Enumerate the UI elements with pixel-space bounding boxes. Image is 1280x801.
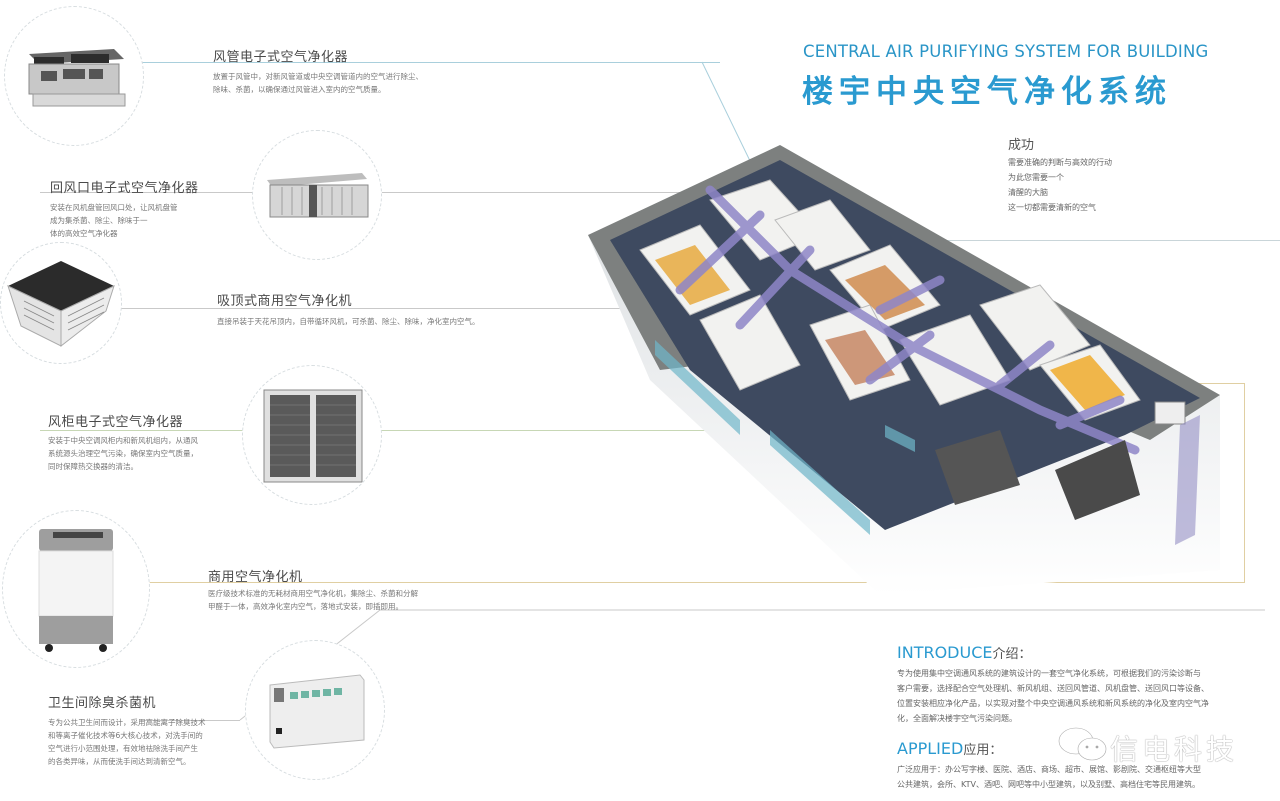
watermark-text: 信电科技 <box>1110 733 1239 766</box>
wechat-icon <box>1058 727 1107 761</box>
connector-line-3 <box>120 308 640 309</box>
introduce-body: 专为使用集中空调通风系统的建筑设计的一套空气净化系统，可根据我们的污染诊断与 客… <box>897 669 1209 723</box>
header-title-en: CENTRAL AIR PURIFYING SYSTEM FOR BUILDIN… <box>803 42 1209 61</box>
success-line-2: 为此您需要一个 <box>1008 173 1064 182</box>
product-desc-ahu-purifier: 安装于中央空调风柜内和新风机组内，从通风 系统源头治理空气污染，确保室内空气质量… <box>48 436 198 471</box>
introduce-label-cn: 介绍： <box>992 647 1032 662</box>
connector-line-success <box>860 240 1280 241</box>
product-image-commercial-purifier <box>2 510 150 668</box>
connector-line-1 <box>140 62 720 63</box>
product-desc-ceiling-purifier: 直接吊装于天花吊顶内，自带循环风机，可杀菌、除尘、除味，净化室内空气。 <box>217 317 480 326</box>
product-image-restroom-deodorizer <box>245 640 385 780</box>
applied-heading: APPLIED应用： <box>897 739 1002 758</box>
introduce-heading: INTRODUCE介绍： <box>897 643 1032 662</box>
success-line-3: 清醒的大脑 <box>1008 188 1048 197</box>
product-desc-restroom-deodorizer: 专为公共卫生间而设计，采用高能离子除臭技术 和等离子催化技术等6大核心技术，对洗… <box>48 718 206 766</box>
product-image-ahu-purifier <box>242 365 382 505</box>
applied-label-cn: 应用： <box>963 743 1003 758</box>
success-line-1: 需要准确的判断与高效的行动 <box>1008 158 1112 167</box>
product-image-return-vent-purifier <box>252 130 382 260</box>
header-title-cn: 楼宇中央空气净化系统 <box>802 74 1172 110</box>
success-title: 成功 <box>1008 138 1035 153</box>
product-title-duct-purifier: 风管电子式空气净化器 <box>213 50 349 65</box>
product-title-return-vent-purifier: 回风口电子式空气净化器 <box>50 181 199 196</box>
success-line-4: 这一切都需要清新的空气 <box>1008 203 1096 212</box>
product-image-duct-purifier <box>4 6 144 146</box>
connector-line-4 <box>40 430 860 431</box>
product-title-ahu-purifier: 风柜电子式空气净化器 <box>48 415 184 430</box>
product-title-restroom-deodorizer: 卫生间除臭杀菌机 <box>48 696 157 711</box>
product-image-ceiling-purifier <box>0 242 122 364</box>
introduce-label-en: INTRODUCE <box>897 643 993 662</box>
applied-label-en: APPLIED <box>897 739 964 758</box>
product-title-commercial-purifier: 商用空气净化机 <box>208 570 303 585</box>
product-desc-commercial-purifier: 医疗级技术标准的无耗材商用空气净化机，集除尘、杀菌和分解 甲醛于一体，高效净化室… <box>208 589 418 611</box>
building-cutaway-diagram <box>588 145 1220 595</box>
product-desc-return-vent-purifier: 安装在风机盘管回风口处，让风机盘管 成为集杀菌、除尘、除味于一 体的高效空气净化… <box>50 203 178 238</box>
connector-diagonal-1 <box>701 61 753 166</box>
connector-line-6 <box>140 720 240 721</box>
applied-body: 广泛应用于：办公写字楼、医院、酒店、商场、超市、展馆、影剧院、交通枢纽等大型 公… <box>897 765 1201 789</box>
product-title-ceiling-purifier: 吸顶式商用空气净化机 <box>217 294 353 309</box>
connector-line-5 <box>145 582 1245 583</box>
product-desc-duct-purifier: 放置于风管中，对新风管道或中央空调管道内的空气进行除尘、 除味、杀菌，以确保通过… <box>213 72 423 94</box>
